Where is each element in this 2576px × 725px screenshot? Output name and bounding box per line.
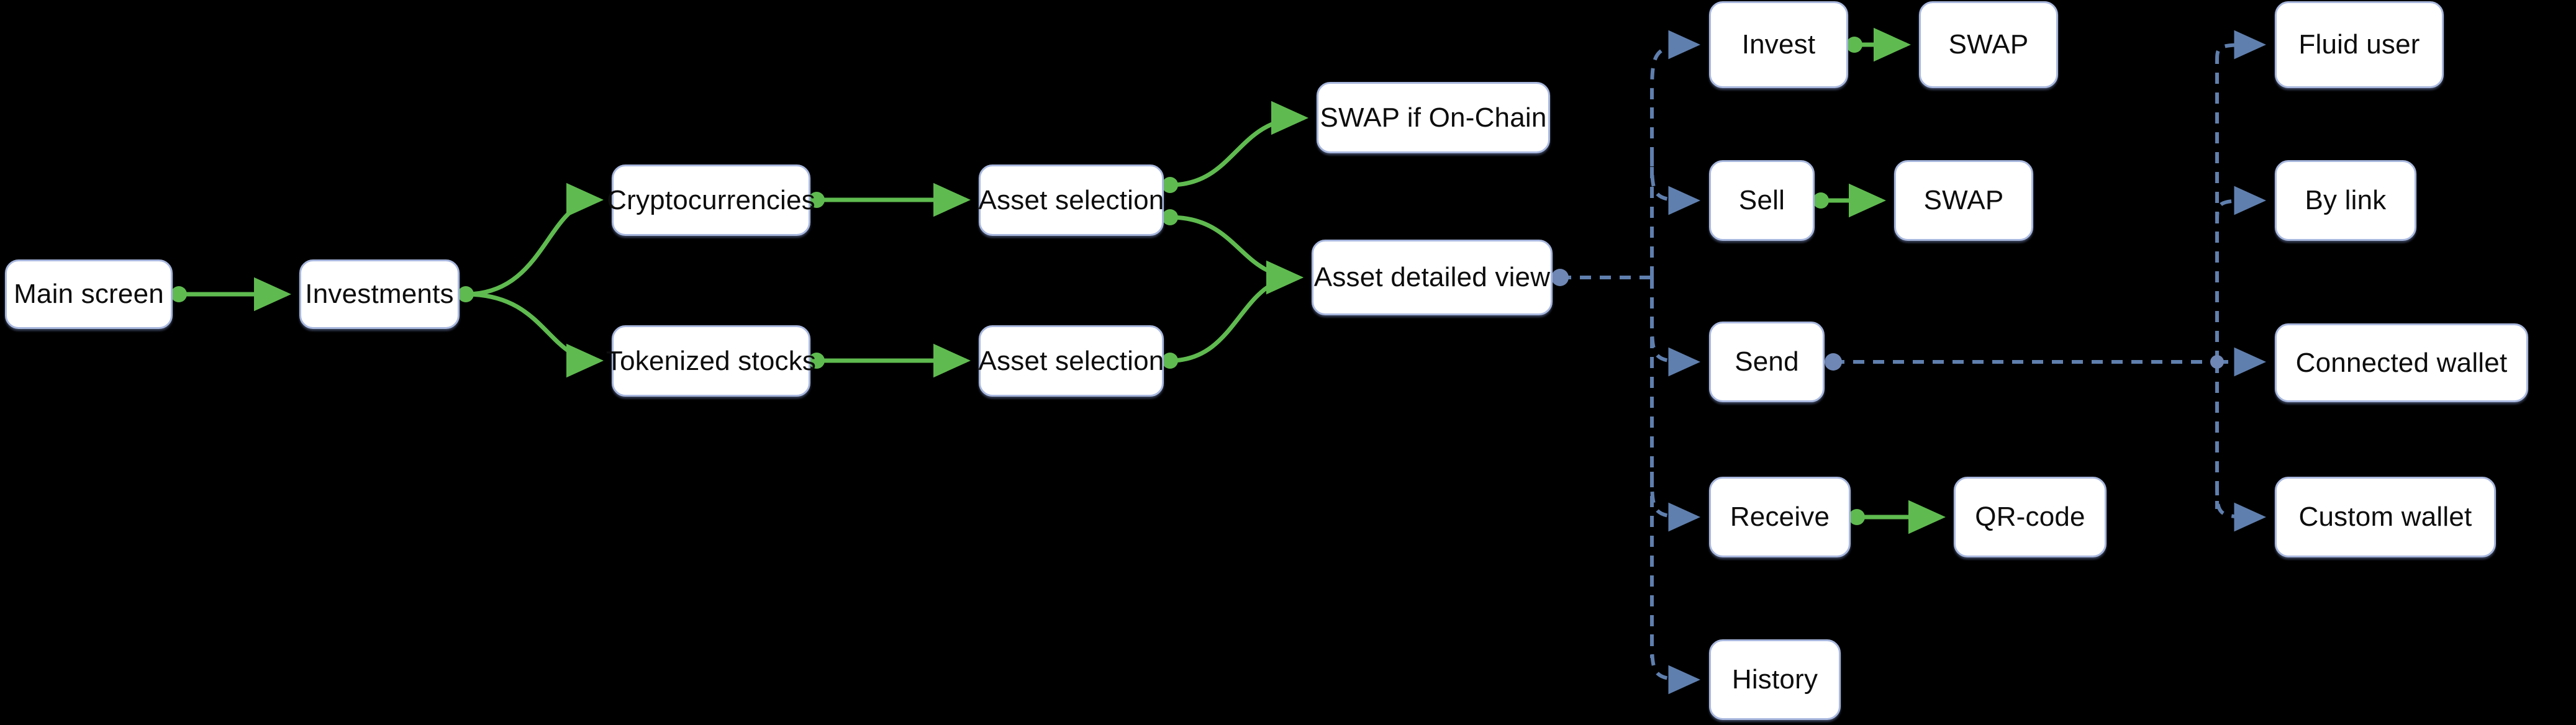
blue-edge-dots (1551, 269, 2224, 371)
node-label: Custom wallet (2298, 502, 2472, 532)
node-label: Fluid user (2298, 29, 2420, 60)
node-label: Investments (305, 279, 454, 309)
node-label: Asset selection (978, 184, 1164, 215)
edge-send-fluid-user (2215, 30, 2267, 63)
edge-investments-crypto (465, 182, 604, 297)
node-asset-selection-crypto[interactable]: Asset selection (979, 164, 1164, 236)
node-fluid-user[interactable]: Fluid user (2275, 1, 2444, 88)
edge-assetsel1-detail (1169, 215, 1304, 295)
node-asset-detailed-view[interactable]: Asset detailed view (1312, 240, 1553, 315)
node-qr-code[interactable]: QR-code (1954, 477, 2107, 557)
edge-detail-receive (1650, 471, 1701, 532)
node-label: Connected wallet (2295, 347, 2508, 378)
node-label: SWAP (1948, 29, 2029, 60)
edge-investments-stocks (465, 292, 604, 378)
edge-dot-right-hub (2210, 355, 2224, 369)
edge-assetsel2-detail (1169, 260, 1304, 363)
node-label: Send (1735, 346, 1799, 377)
edge-detail-sell (1650, 155, 1701, 215)
node-invest[interactable]: Invest (1709, 1, 1848, 88)
edge-dot-invest (1846, 37, 1862, 53)
edge-dot-asset-detailed-view (1551, 269, 1569, 286)
node-label: Receive (1730, 502, 1830, 532)
node-receive[interactable]: Receive (1709, 477, 1851, 557)
node-history[interactable]: History (1709, 639, 1841, 720)
node-label: SWAP if On-Chain (1320, 102, 1547, 133)
node-custom-wallet[interactable]: Custom wallet (2275, 477, 2496, 557)
node-cryptocurrencies[interactable]: Cryptocurrencies (607, 164, 815, 236)
edge-dot-assetsel2 (1162, 353, 1178, 369)
edge-send-by-link (2215, 186, 2267, 224)
node-label: SWAP (1923, 185, 2004, 215)
node-label: Main screen (14, 279, 164, 309)
node-by-link[interactable]: By link (2275, 160, 2416, 241)
edge-detail-invest (1650, 30, 1701, 100)
node-asset-selection-stocks[interactable]: Asset selection (979, 325, 1164, 397)
node-send[interactable]: Send (1709, 322, 1825, 402)
edge-dot-send (1825, 353, 1842, 371)
node-label: Asset detailed view (1313, 262, 1551, 292)
node-label: Asset selection (978, 345, 1164, 376)
node-investments[interactable]: Investments (299, 259, 460, 329)
node-label: QR-code (1975, 502, 2085, 532)
edge-send-custom-wallet (2215, 484, 2267, 532)
node-swap-if-on-chain[interactable]: SWAP if On-Chain (1317, 82, 1550, 153)
edge-dot-receive (1849, 509, 1865, 525)
edge-dot-assetsel1-top (1162, 177, 1178, 193)
node-connected-wallet[interactable]: Connected wallet (2275, 323, 2528, 402)
edge-detail-send (1650, 316, 1701, 377)
node-swap-sell[interactable]: SWAP (1894, 160, 2033, 241)
node-label: Invest (1741, 29, 1816, 60)
blue-dashed-edges (1560, 30, 2267, 695)
edge-dot-assetsel1-bottom (1162, 209, 1178, 225)
node-main-screen[interactable]: Main screen (5, 259, 173, 329)
node-label: Sell (1738, 185, 1785, 215)
node-label: Cryptocurrencies (607, 184, 815, 215)
node-sell[interactable]: Sell (1709, 160, 1815, 241)
node-label: By link (2305, 185, 2387, 215)
node-swap-invest[interactable]: SWAP (1919, 1, 2058, 88)
edge-dot-investments (458, 286, 474, 302)
node-tokenized-stocks[interactable]: Tokenized stocks (606, 325, 816, 397)
node-label: History (1731, 664, 1818, 695)
node-label: Tokenized stocks (605, 345, 817, 376)
edge-dot-main-screen (171, 286, 187, 302)
edge-dot-sell (1813, 192, 1829, 209)
edge-detail-history (1650, 634, 1701, 695)
edge-assetsel1-swaponchain (1169, 101, 1308, 187)
